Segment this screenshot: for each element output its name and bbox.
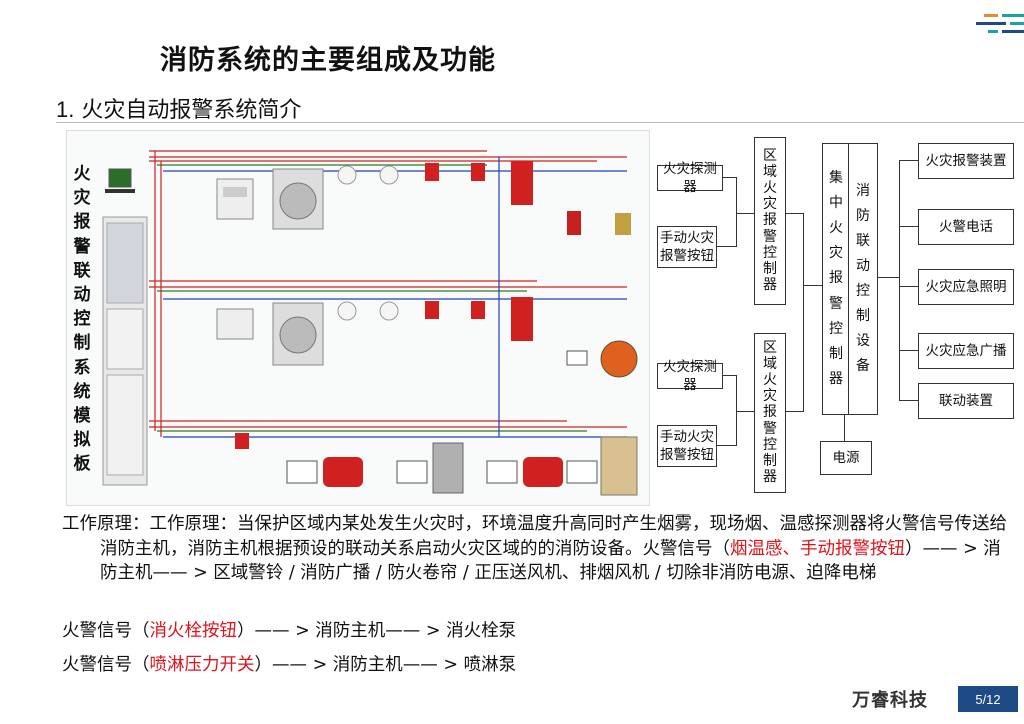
regional-controller-top: 区域火灾报警控制器 <box>754 137 786 305</box>
regional-controller-top-char: 区 <box>763 148 777 164</box>
central-controller-char: 火 <box>829 220 843 237</box>
regional-controller-bottom-char: 器 <box>763 468 777 485</box>
panel-title-char: 系 <box>73 357 91 378</box>
title-divider <box>56 122 1024 123</box>
panel-vertical-title: 火灾报警联动控制系统模拟板 <box>70 162 94 477</box>
sprinkler-text-1: 火警信号（ <box>62 655 150 675</box>
principle-text-1: 工作原理：工作原理：当保护区域内某处发生火灾时，环境温度升高同时产生烟雾，现场烟… <box>62 514 1007 559</box>
principle-highlight-1: 烟温感、手动报警按钮 <box>730 538 905 559</box>
fire-detector-box-top: 火灾探测器 <box>657 161 723 195</box>
working-principle-paragraph: 工作原理：工作原理：当保护区域内某处发生火灾时，环境温度升高同时产生烟雾，现场烟… <box>62 512 1018 586</box>
output-box-3: 火灾应急照明 <box>918 269 1014 305</box>
regional-controller-bottom-char: 报 <box>763 404 777 421</box>
panel-title-char: 火 <box>73 164 91 184</box>
panel-title-char: 控 <box>73 309 91 330</box>
panel-title-char: 板 <box>73 454 91 475</box>
logo-decoration-icon <box>976 14 1024 33</box>
linkage-equipment-char: 联 <box>856 232 870 249</box>
panel-title-char: 联 <box>73 260 91 281</box>
central-controller-char: 控 <box>829 320 843 337</box>
regional-controller-bottom-char: 控 <box>763 436 777 453</box>
section-number: 1. <box>56 97 75 122</box>
regional-controller-top-char: 警 <box>763 228 777 245</box>
linkage-equipment-char: 动 <box>856 257 870 274</box>
regional-controller-top-char: 控 <box>763 244 777 261</box>
manual-alarm-button-box-bottom: 手动火灾 报警按钮 <box>657 425 717 467</box>
panel-title-char: 拟 <box>73 430 91 451</box>
linkage-equipment-char: 消 <box>856 182 870 199</box>
section-subtitle: 1. 火灾自动报警系统简介 <box>56 92 301 124</box>
simulation-panel-graphic <box>102 150 638 496</box>
sprinkler-signal-line: 火警信号（喷淋压力开关）—— > 消防主机—— > 喷淋泵 <box>62 653 516 678</box>
panel-title-char: 动 <box>73 285 91 306</box>
central-controller-char: 制 <box>829 345 843 362</box>
output-box-5: 联动装置 <box>918 383 1014 419</box>
linkage-equipment: 消防联动控制设备 <box>848 143 878 415</box>
hydrant-signal-line: 火警信号（消火栓按钮）—— > 消防主机—— > 消火栓泵 <box>62 619 516 644</box>
regional-controller-bottom-char: 火 <box>763 372 777 389</box>
manual-alarm-button-box-top: 手动火灾 报警按钮 <box>657 226 717 268</box>
regional-controller-bottom-char: 制 <box>763 452 777 469</box>
regional-controller-top-char: 器 <box>763 276 777 293</box>
regional-controller-bottom-char: 区 <box>763 340 777 356</box>
company-logo: 万睿科技 <box>852 690 928 711</box>
principle-text-2: ）—— > 消防主机—— > 区域警铃 / 消防广播 / 防火卷帘 / 正压送风… <box>100 538 1001 584</box>
page-title: 消防系统的主要组成及功能 <box>160 45 496 76</box>
central-controller-char: 器 <box>829 370 843 387</box>
regional-controller-top-char: 域 <box>763 164 777 181</box>
regional-controller-bottom-char: 灾 <box>763 388 777 405</box>
output-box-1: 火灾报警装置 <box>918 143 1014 179</box>
output-box-2: 火警电话 <box>918 209 1014 245</box>
regional-controller-bottom-char: 域 <box>763 356 777 373</box>
central-controller-char: 报 <box>829 270 843 287</box>
central-controller-char: 中 <box>829 195 843 212</box>
regional-controller-top-char: 火 <box>763 180 777 197</box>
regional-controller-top-char: 报 <box>763 212 777 229</box>
regional-controller-top-char: 制 <box>763 260 777 277</box>
hydrant-text-2: ）—— > 消防主机—— > 消火栓泵 <box>237 621 517 641</box>
linkage-equipment-char: 设 <box>856 333 870 350</box>
panel-title-char: 报 <box>73 212 91 233</box>
system-block-diagram: 火灾探测器 手动火灾 报警按钮 区域火灾报警控制器 火灾探测器 手动火灾 报警按… <box>654 135 1016 500</box>
central-controller: 集中火灾报警控制器 <box>822 143 850 415</box>
fire-alarm-simulation-panel <box>66 130 650 506</box>
panel-title-char: 模 <box>73 406 91 427</box>
panel-title-char: 警 <box>73 236 91 257</box>
hydrant-text-1: 火警信号（ <box>62 621 150 641</box>
power-box: 电源 <box>820 441 872 475</box>
hydrant-highlight: 消火栓按钮 <box>149 621 238 641</box>
regional-controller-top-char: 灾 <box>763 196 777 213</box>
panel-title-char: 制 <box>73 333 91 354</box>
output-box-4: 火灾应急广播 <box>918 333 1014 369</box>
sprinkler-highlight: 喷淋压力开关 <box>149 655 255 675</box>
fire-detector-box-bottom: 火灾探测器 <box>657 359 723 393</box>
linkage-equipment-char: 控 <box>856 283 870 299</box>
page-number-badge: 5/12 <box>958 686 1018 712</box>
linkage-equipment-char: 制 <box>856 308 870 325</box>
regional-controller-bottom-char: 警 <box>763 420 777 437</box>
linkage-equipment-char: 备 <box>856 358 870 375</box>
central-controller-char: 警 <box>829 295 843 312</box>
central-controller-char: 集 <box>829 170 843 186</box>
section-subtitle-text: 火灾自动报警系统简介 <box>81 98 302 123</box>
central-controller-char: 灾 <box>829 245 843 262</box>
sprinkler-text-2: ）—— > 消防主机—— > 喷淋泵 <box>254 655 517 675</box>
linkage-equipment-char: 防 <box>856 207 870 224</box>
panel-title-char: 统 <box>73 381 91 402</box>
panel-title-char: 灾 <box>73 188 91 209</box>
regional-controller-bottom: 区域火灾报警控制器 <box>754 333 786 493</box>
